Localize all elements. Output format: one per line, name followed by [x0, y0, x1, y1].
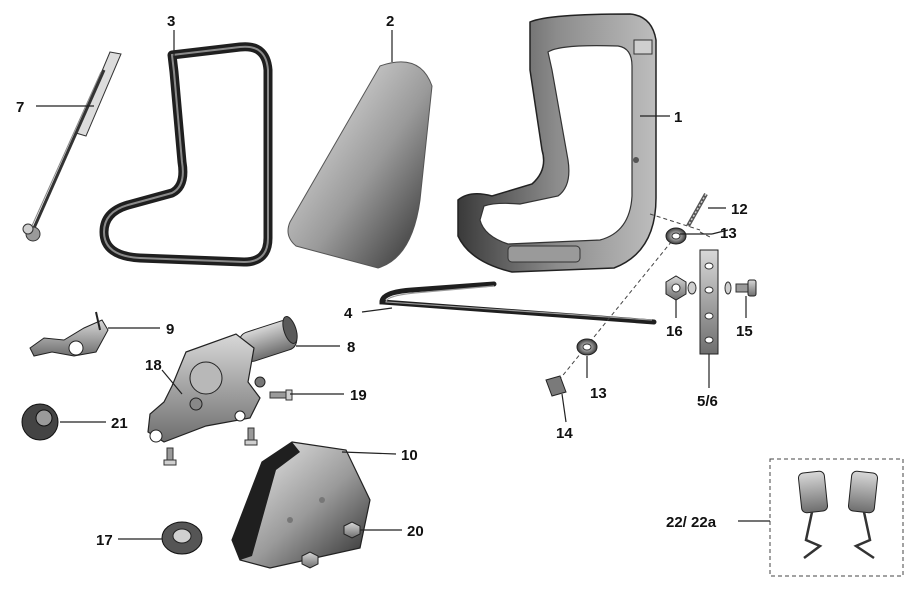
leader-lines	[36, 30, 770, 540]
callout-9: 9	[166, 321, 174, 338]
callout-16: 16	[666, 323, 683, 340]
callout-12: 12	[731, 201, 748, 218]
callout-2: 2	[386, 13, 394, 30]
window-seal-part	[99, 42, 273, 267]
window-channel-part	[379, 281, 657, 325]
callout-13-lower: 13	[590, 385, 607, 402]
cover-nuts	[301, 521, 361, 569]
washer-part-lower	[576, 338, 598, 356]
callout-labels: 1 2 3 4 5/6 7 8 9 10 12 13 13 14 15 16 1…	[16, 13, 753, 549]
bolt-part	[724, 279, 757, 297]
grommet-part-17	[161, 521, 203, 555]
callout-4: 4	[344, 305, 353, 322]
callout-18: 18	[145, 357, 162, 374]
nut-part	[665, 275, 697, 301]
callout-5-6: 5/6	[697, 393, 718, 410]
wiper-blade-part	[22, 51, 122, 242]
callout-20: 20	[407, 523, 424, 540]
callout-10: 10	[401, 447, 418, 464]
callout-22-22a: 22/ 22a	[666, 514, 717, 531]
window-pane-part	[287, 61, 433, 269]
callout-8: 8	[347, 339, 355, 356]
callout-19: 19	[350, 387, 367, 404]
callout-13-upper: 13	[720, 225, 737, 242]
callout-3: 3	[167, 13, 175, 30]
motor-cover-part	[231, 441, 371, 569]
callout-7: 7	[16, 99, 24, 116]
washer-part-upper	[665, 227, 687, 245]
screw-part	[686, 193, 708, 227]
motor-bolts	[163, 389, 293, 466]
callout-15: 15	[736, 323, 753, 340]
mirror-inset-box	[769, 458, 904, 577]
callout-17: 17	[96, 532, 113, 549]
alignment-guides	[554, 213, 713, 386]
gearbox-part	[147, 333, 266, 443]
mounting-bracket-part	[29, 311, 109, 357]
callout-21: 21	[111, 415, 128, 432]
callout-1: 1	[674, 109, 682, 126]
bracket-strip-part	[699, 249, 719, 355]
door-frame-part	[457, 13, 657, 273]
grommet-part-21	[21, 403, 59, 441]
clip-part	[545, 375, 567, 397]
callout-14: 14	[556, 425, 573, 442]
